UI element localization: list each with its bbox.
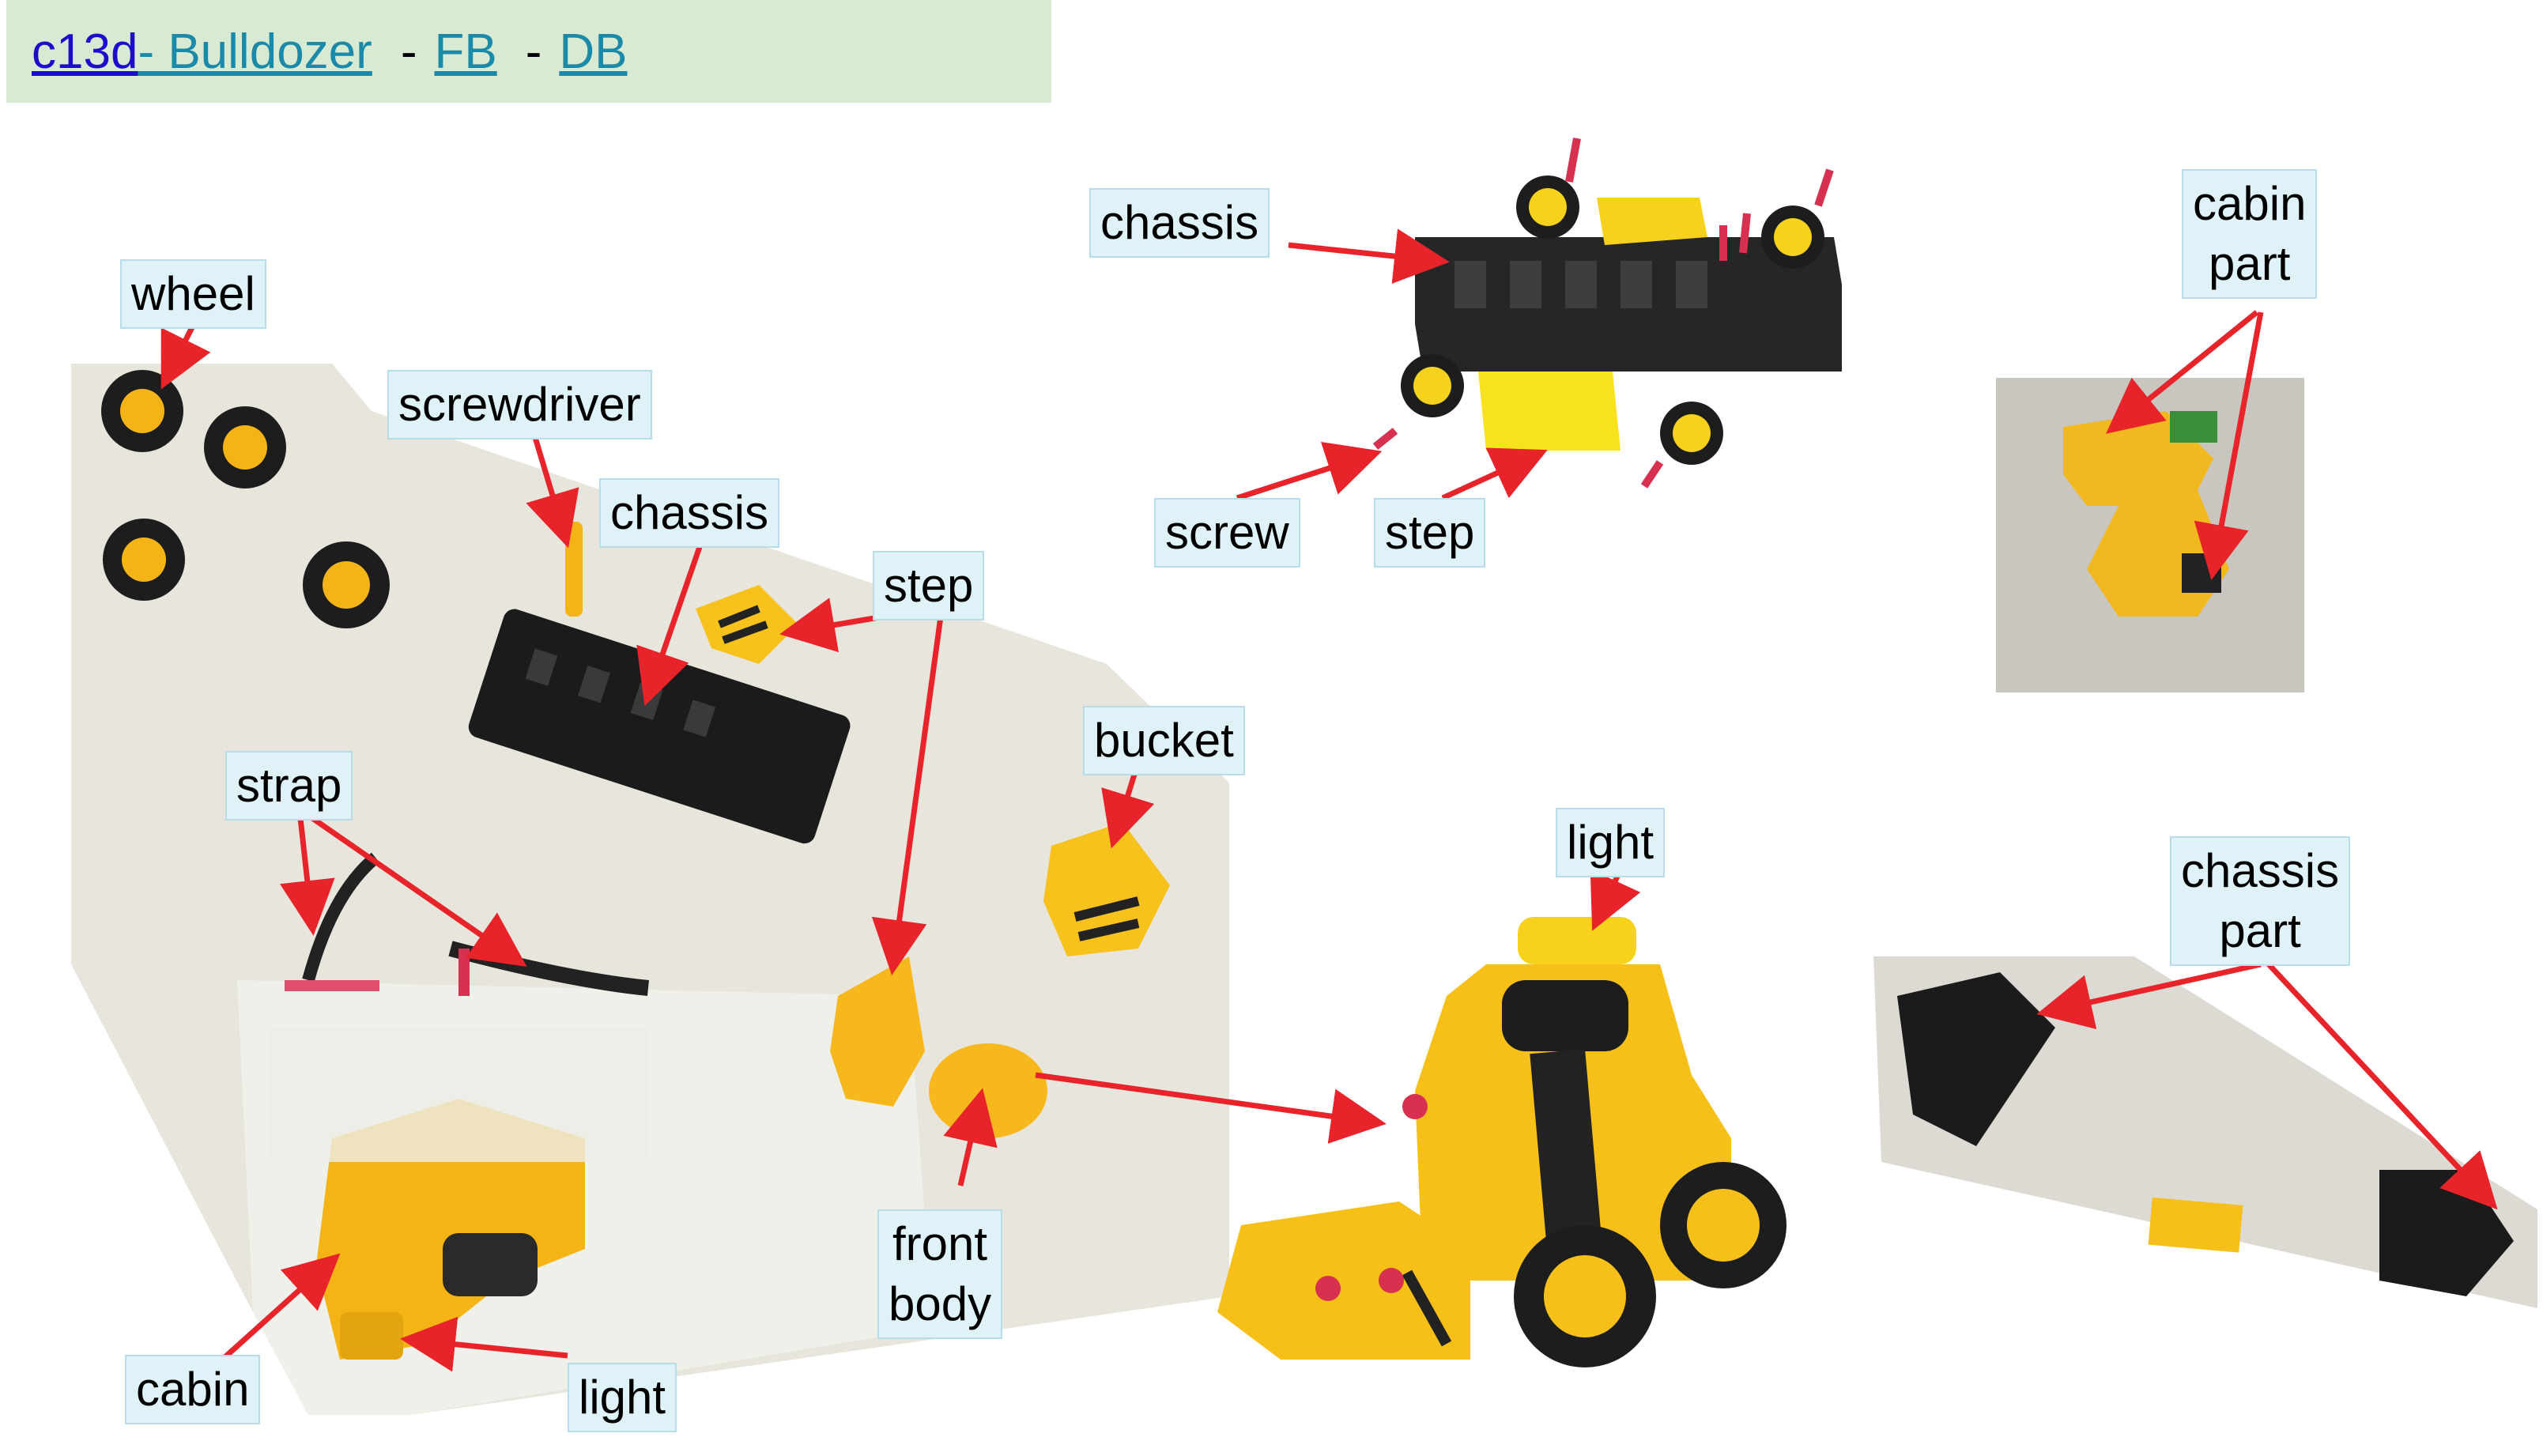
label-line: front bbox=[892, 1217, 988, 1270]
label-step-left: step bbox=[873, 551, 985, 620]
title-bar: c13d - Bulldozer - FB - DB bbox=[6, 0, 1051, 103]
label-light-left: light bbox=[568, 1363, 677, 1432]
label-line: cabin bbox=[2193, 177, 2307, 230]
label-bucket: bucket bbox=[1083, 706, 1245, 775]
label-light-right: light bbox=[1556, 808, 1666, 877]
label-screw: screw bbox=[1154, 498, 1300, 568]
left-photo bbox=[71, 364, 1229, 1415]
label-cabin-part: cabin part bbox=[2182, 169, 2318, 299]
wheel-icon bbox=[101, 370, 390, 628]
assembly-diagram bbox=[1372, 138, 1842, 488]
label-wheel: wheel bbox=[120, 259, 266, 329]
screw-icon bbox=[1372, 138, 1834, 488]
fb-link[interactable]: FB bbox=[434, 24, 497, 79]
step-icon bbox=[696, 585, 798, 664]
bucket-icon bbox=[1217, 1201, 1470, 1360]
annotation-arrows bbox=[160, 228, 2498, 1372]
wheel-icon bbox=[1401, 175, 1824, 465]
chassis-part-photo bbox=[1873, 956, 2537, 1308]
label-line: body bbox=[889, 1277, 992, 1330]
separator: - bbox=[525, 24, 542, 79]
light-icon bbox=[340, 1312, 403, 1360]
code-link[interactable]: c13d bbox=[32, 24, 138, 79]
strap-icon bbox=[302, 852, 380, 983]
label-step-top: step bbox=[1374, 498, 1486, 568]
label-line: chassis bbox=[2181, 844, 2340, 897]
bucket-icon bbox=[1043, 822, 1170, 956]
label-strap: strap bbox=[225, 751, 353, 820]
light-icon bbox=[1518, 917, 1636, 964]
db-link[interactable]: DB bbox=[559, 24, 628, 79]
label-cabin: cabin bbox=[125, 1355, 261, 1424]
label-line: part bbox=[2209, 237, 2291, 290]
separator: - bbox=[400, 24, 417, 79]
label-chassis-left: chassis bbox=[599, 478, 780, 548]
label-front-body: front body bbox=[877, 1209, 1003, 1339]
cabin-icon bbox=[316, 1099, 585, 1360]
label-screwdriver: screwdriver bbox=[387, 370, 652, 439]
screwdriver-icon bbox=[565, 522, 583, 617]
bulldozer-link[interactable]: - Bulldozer bbox=[138, 24, 372, 79]
label-chassis-part: chassis part bbox=[2170, 836, 2351, 966]
label-chassis-top: chassis bbox=[1089, 188, 1270, 258]
cabin-part-photo bbox=[1996, 378, 2304, 692]
bulldozer-photo bbox=[1217, 917, 1787, 1367]
label-line: part bbox=[2219, 904, 2301, 957]
